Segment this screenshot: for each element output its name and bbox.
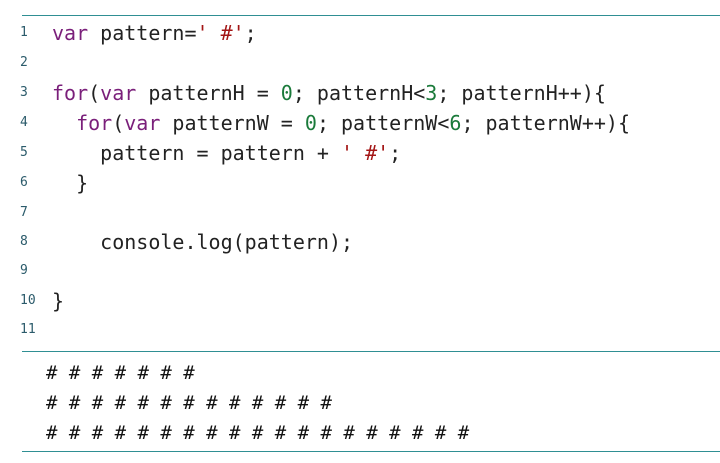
code-token: ; patternH< [292, 81, 426, 105]
code-token-number: 0 [304, 111, 317, 135]
code-line-6: 6 } [0, 170, 720, 196]
code-token: ; [389, 141, 402, 165]
code-token-keyword: var [52, 21, 89, 45]
code-token-string: ' #' [196, 21, 245, 45]
line-number: 11 [20, 322, 36, 337]
code-text: console.log(pattern); [52, 229, 353, 255]
code-token: ( [88, 81, 101, 105]
bottom-divider [22, 451, 720, 452]
code-token-keyword: for [76, 111, 113, 135]
line-number: 8 [20, 234, 28, 249]
code-token-string: ' #' [340, 141, 390, 165]
code-line-9: 9 [0, 258, 720, 284]
line-number: 5 [20, 145, 28, 160]
code-line-11: 11 [0, 317, 720, 343]
line-number: 6 [20, 175, 28, 190]
code-token: patternW = [160, 111, 305, 135]
code-token-number: 0 [280, 81, 293, 105]
console-output-line-2: # # # # # # # # # # # # # [46, 392, 332, 414]
line-number: 3 [20, 85, 28, 100]
console-divider [22, 351, 720, 352]
code-token: ; patternW++){ [461, 111, 631, 135]
code-token [52, 111, 76, 135]
line-number: 9 [20, 263, 28, 278]
code-token: ; patternH++){ [437, 81, 606, 105]
code-token: ( [112, 111, 125, 135]
code-token: } [52, 289, 65, 313]
code-token-number: 6 [449, 111, 462, 135]
code-line-2: 2 [0, 50, 720, 76]
code-token: patternH = [136, 81, 281, 105]
code-token: ; [244, 21, 257, 45]
code-line-4: 4 for(var patternW = 0; patternW<6; patt… [0, 110, 720, 136]
code-line-5: 5 pattern = pattern + ' #'; [0, 140, 720, 166]
code-text: pattern = pattern + ' #'; [52, 140, 401, 166]
code-token: pattern= [88, 21, 197, 45]
code-text: } [52, 288, 64, 314]
code-token: console.log(pattern); [52, 230, 354, 254]
code-token-keyword: var [124, 111, 161, 135]
code-token: ; patternW< [316, 111, 450, 135]
line-number: 10 [20, 293, 36, 308]
code-line-10: 10 } [0, 288, 720, 314]
code-text: var pattern=' #'; [52, 20, 257, 46]
code-editor[interactable]: 1 var pattern=' #'; 2 3 for(var patternH… [0, 20, 720, 348]
code-line-8: 8 console.log(pattern); [0, 229, 720, 255]
console-output-panel: # # # # # # # # # # # # # # # # # # # # … [0, 356, 720, 448]
console-output-line-3: # # # # # # # # # # # # # # # # # # # [46, 422, 470, 444]
code-text: for(var patternW = 0; patternW<6; patter… [52, 110, 630, 136]
line-number: 4 [20, 115, 28, 130]
code-line-1: 1 var pattern=' #'; [0, 20, 720, 46]
line-number: 7 [20, 205, 28, 220]
console-output-line-1: # # # # # # # [46, 362, 195, 384]
code-token: } [52, 171, 89, 195]
line-number: 2 [20, 55, 28, 70]
top-divider [22, 15, 720, 16]
code-text: for(var patternH = 0; patternH<3; patter… [52, 80, 606, 106]
code-token-number: 3 [425, 81, 438, 105]
code-line-3: 3 for(var patternH = 0; patternH<3; patt… [0, 80, 720, 106]
code-line-7: 7 [0, 200, 720, 226]
code-token-keyword: for [52, 81, 89, 105]
code-token-keyword: var [100, 81, 137, 105]
line-number: 1 [20, 25, 28, 40]
code-token: pattern = pattern + [52, 141, 341, 165]
code-text: } [52, 170, 88, 196]
